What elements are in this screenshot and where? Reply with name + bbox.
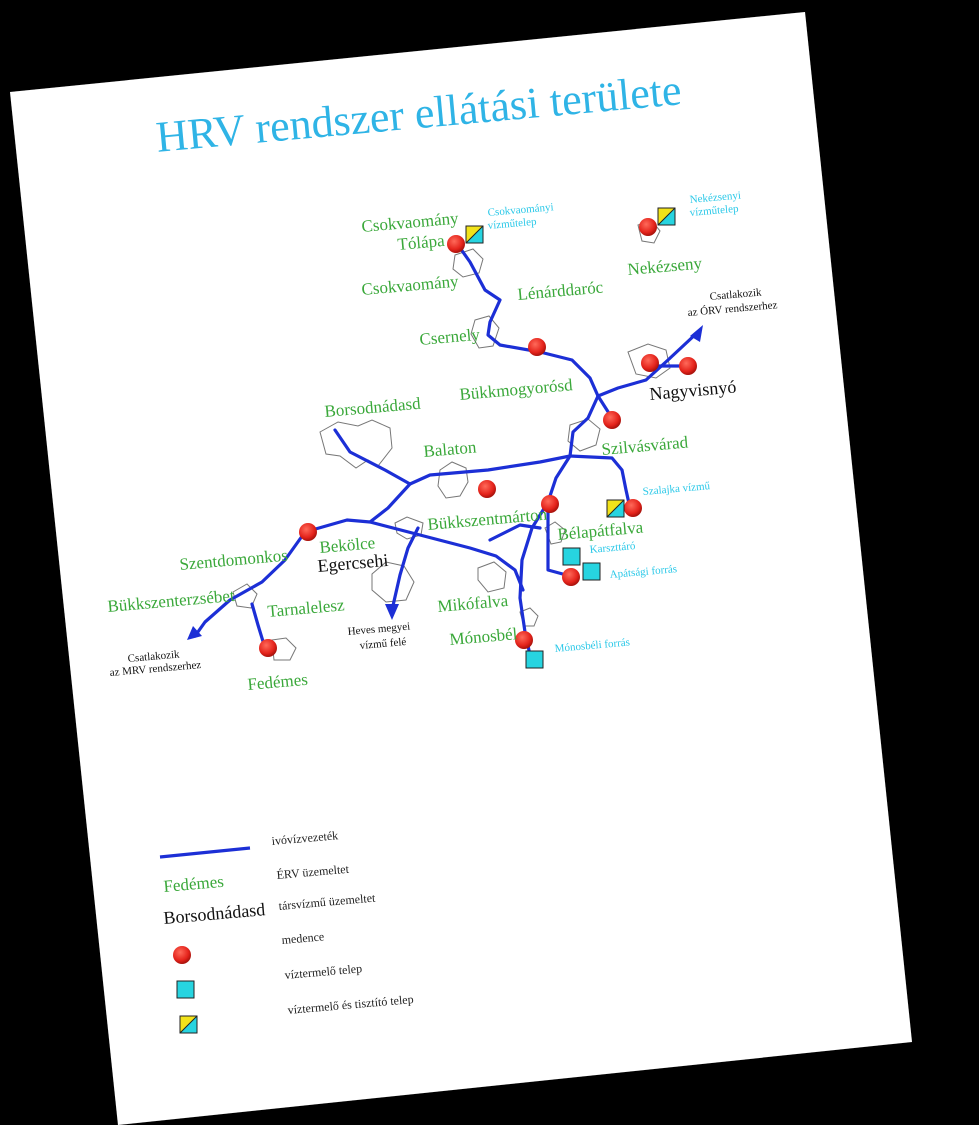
treatment-plants [465, 207, 676, 518]
medence-icon [624, 499, 642, 517]
plant-karszttaro: Karszttáró [589, 540, 636, 556]
viztermelo-telep-icon [582, 562, 601, 581]
plant-szalajka: Szalajka vízmű [642, 480, 711, 498]
paper-sheet [10, 12, 912, 1125]
medence-icon [639, 218, 657, 236]
label-balaton: Balaton [423, 437, 478, 461]
plant-nekezsenyi-2: vízműtelep [689, 203, 739, 219]
plant-csokvaomanyi-2: vízműtelep [487, 216, 537, 232]
label-tolapa: Tólápa [397, 231, 446, 254]
legend-medence-label: medence [281, 929, 325, 947]
plant-nekezsenyi: Nekézsenyi [689, 190, 741, 206]
note-heves: Heves megyei [347, 621, 410, 638]
medence-icon [259, 639, 277, 657]
tisztito-telep-icon [657, 207, 676, 226]
label-bekolce: Bekölce [319, 533, 376, 557]
medence-icon [641, 354, 659, 372]
medence-icon [541, 495, 559, 513]
legend-pipe-label: ivóvízvezeték [271, 828, 339, 848]
legend-medence-icon [173, 946, 191, 964]
arrow-orv-icon [690, 325, 703, 342]
legend-erv-label: ÉRV üzemeltet [276, 862, 350, 882]
legend-pipe-swatch [159, 846, 251, 859]
arrow-markers [187, 325, 703, 640]
arrow-mrv-icon [187, 626, 202, 640]
medence-icon [478, 480, 496, 498]
viztermelo-telep-icon [562, 547, 581, 566]
medence-icon [528, 338, 546, 356]
medence-icon [515, 631, 533, 649]
pipeline-network [193, 243, 700, 657]
viztermelo-telep-icon [525, 650, 544, 669]
plant-csokvaomanyi: Csokvaományi [487, 201, 554, 219]
plant-labels: Csokvaományi vízműtelep Nekézsenyi vízmű… [487, 190, 741, 655]
note-orv: Csatlakozik [709, 286, 762, 303]
medence-icon [447, 235, 465, 253]
medence-icon [603, 411, 621, 429]
water-plants [525, 547, 601, 669]
medence-icon [299, 523, 317, 541]
tisztito-telep-icon [465, 225, 484, 244]
note-mrv: Csatlakozik [127, 648, 180, 665]
reservoirs [259, 218, 697, 657]
medence-icon [679, 357, 697, 375]
note-heves-2: vízmű felé [359, 636, 407, 652]
legend-viztermelo-label: víztermelő telep [284, 961, 363, 982]
plant-apatsagi: Apátsági forrás [609, 563, 677, 581]
legend-viztermelo-icon [176, 980, 195, 999]
tisztito-telep-icon [606, 499, 625, 518]
arrow-heves-icon [385, 604, 399, 620]
legend-tisztito-icon [179, 1015, 198, 1034]
medence-icon [562, 568, 580, 586]
